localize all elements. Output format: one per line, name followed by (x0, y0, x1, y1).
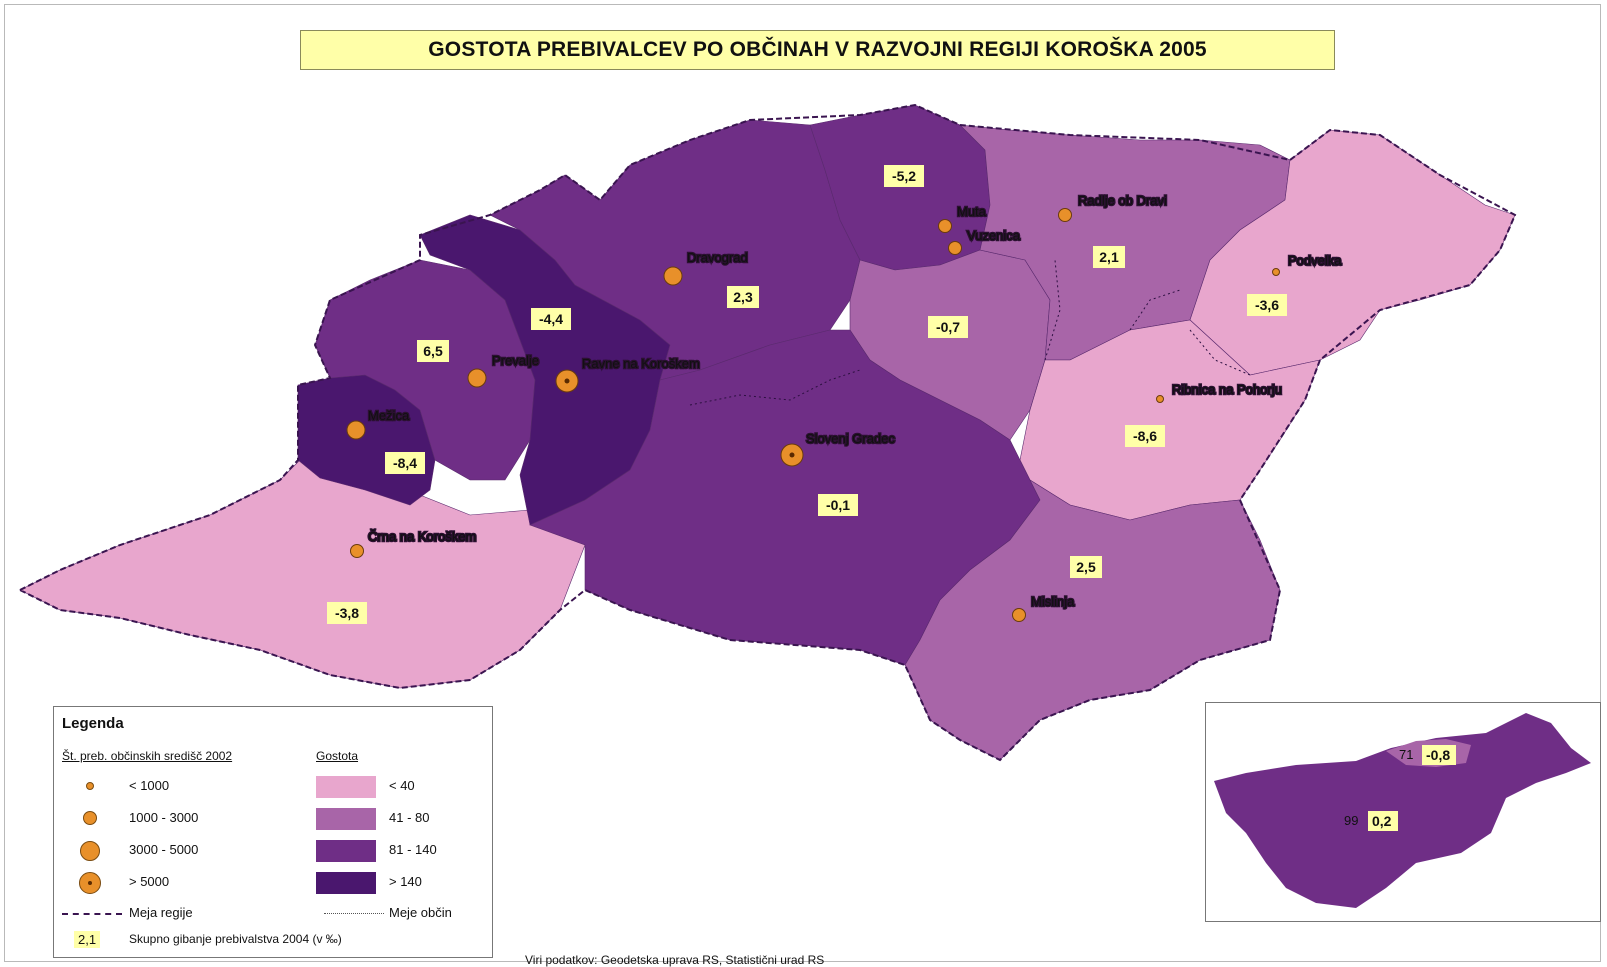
region-value-label: 6,5 (423, 343, 443, 359)
legend-value-description: Skupno gibanje prebivalstva 2004 (v ‰) (129, 932, 342, 946)
settlement-label: Ribnica na Pohorju (1172, 382, 1282, 397)
settlement-marker[interactable] (467, 368, 487, 388)
region-value-box (417, 340, 449, 362)
legend-density-class: < 40 (389, 778, 415, 793)
region-value-box (327, 602, 367, 624)
map-title: GOSTOTA PREBIVALCEV PO OBČINAH V RAZVOJN… (300, 30, 1335, 70)
region-value-box (818, 494, 858, 516)
settlement-marker[interactable] (346, 420, 366, 440)
legend-panel: Legenda Št. preb. občinskih središč 2002… (53, 706, 493, 958)
region-value-label: -5,2 (892, 168, 916, 184)
settlement-marker[interactable] (1012, 608, 1026, 622)
settlement-marker-center (789, 452, 795, 458)
legend-density-swatch (316, 776, 376, 798)
region-value-label: -4,4 (539, 311, 563, 327)
settlement-label: Slovenj Gradec (806, 431, 895, 446)
region-value-label: -8,6 (1133, 428, 1157, 444)
inset-slovenia-shape (1214, 713, 1591, 908)
municipality-borders (689, 259, 1251, 406)
legend-value-example: 2,1 (74, 931, 101, 948)
settlement-label: Podvelka (1288, 253, 1342, 268)
region-value-box (1247, 294, 1287, 316)
legend-density-class: > 140 (389, 874, 422, 889)
settlement-label: Vuzenica (967, 228, 1021, 243)
region-crna-na-koroskem[interactable] (19, 459, 586, 689)
region-value-box (928, 316, 968, 338)
inset-map: 71 -0,8 99 0,2 (1205, 702, 1601, 922)
region-value-box (1093, 246, 1125, 268)
settlement-label: Mežica (368, 408, 410, 423)
region-value-label: -0,1 (826, 497, 850, 513)
legend-settlement-marker-m (80, 841, 100, 861)
inset-region-value: -0,8 (1426, 747, 1450, 763)
legend-settlement-class: 3000 - 5000 (129, 842, 199, 857)
settlement-marker-center (564, 378, 570, 384)
settlement-label: Muta (957, 204, 987, 219)
legend-settlement-header: Št. preb. občinskih središč 2002 (62, 749, 233, 763)
legend-settlement-class: < 1000 (129, 778, 170, 793)
legend-density-class: 81 - 140 (389, 842, 437, 857)
region-value-label: -3,8 (335, 605, 359, 621)
settlement-label: Črna na Koroškem (368, 529, 476, 544)
legend-region-border-line (62, 913, 122, 915)
inset-slovenia-value-box (1368, 811, 1398, 831)
inset-region-value-box (1422, 745, 1456, 765)
region-value-box (727, 286, 759, 308)
legend-settlement-class: 1000 - 3000 (129, 810, 199, 825)
settlement-label: Dravograd (687, 250, 748, 265)
legend-settlement-class: > 5000 (129, 874, 170, 889)
legend-settlement-marker-xs (86, 782, 94, 790)
region-mislinja[interactable] (904, 479, 1281, 761)
data-source-note: Viri podatkov: Geodetska uprava RS, Stat… (525, 953, 825, 967)
region-value-label: -0,7 (936, 319, 960, 335)
settlement-marker[interactable] (1272, 268, 1280, 276)
legend-settlement-marker-center (88, 881, 92, 885)
legend-density-swatch (316, 840, 376, 862)
legend-title: Legenda (62, 715, 124, 732)
region-value-label: 2,1 (1099, 249, 1119, 265)
settlement-marker[interactable] (948, 241, 962, 255)
region-value-label: -8,4 (393, 455, 417, 471)
settlement-marker[interactable] (350, 544, 364, 558)
region-value-label: 2,5 (1076, 559, 1096, 575)
legend-municipality-border-label: Meje občin (389, 905, 452, 920)
region-value-label: -3,6 (1255, 297, 1279, 313)
inset-region-density: 71 (1399, 747, 1413, 762)
inset-slovenia-map: 71 -0,8 99 0,2 (1214, 713, 1591, 908)
legend-region-border-label: Meja regije (129, 905, 193, 920)
legend-density-class: 41 - 80 (389, 810, 430, 825)
legend-municipality-border-line (324, 913, 384, 914)
settlement-label: Prevalje (492, 353, 539, 368)
region-prevalje[interactable] (314, 259, 536, 481)
settlement-marker[interactable] (1058, 208, 1072, 222)
settlement-marker[interactable] (1156, 395, 1164, 403)
settlement-label: Radlje ob Dravi (1078, 193, 1167, 208)
settlement-label: Mislinja (1031, 594, 1075, 609)
region-boundary (17, 103, 1517, 762)
legend-density-header: Gostota (316, 749, 359, 763)
region-value-box (884, 165, 924, 187)
region-value-box (385, 452, 425, 474)
region-value-box (1070, 556, 1102, 578)
region-value-box (531, 308, 571, 330)
legend-density-swatch (316, 872, 376, 894)
inset-slovenia-value: 0,2 (1372, 813, 1392, 829)
legend-settlement-marker-s (83, 811, 97, 825)
region-value-box (1125, 425, 1165, 447)
legend-density-swatch (316, 808, 376, 830)
settlement-marker[interactable] (938, 219, 952, 233)
map-frame (4, 4, 1601, 962)
settlement-marker[interactable] (663, 266, 683, 286)
settlement-label: Ravne na Koroškem (582, 356, 700, 371)
region-value-label: 2,3 (733, 289, 753, 305)
inset-slovenia-density: 99 (1344, 813, 1358, 828)
